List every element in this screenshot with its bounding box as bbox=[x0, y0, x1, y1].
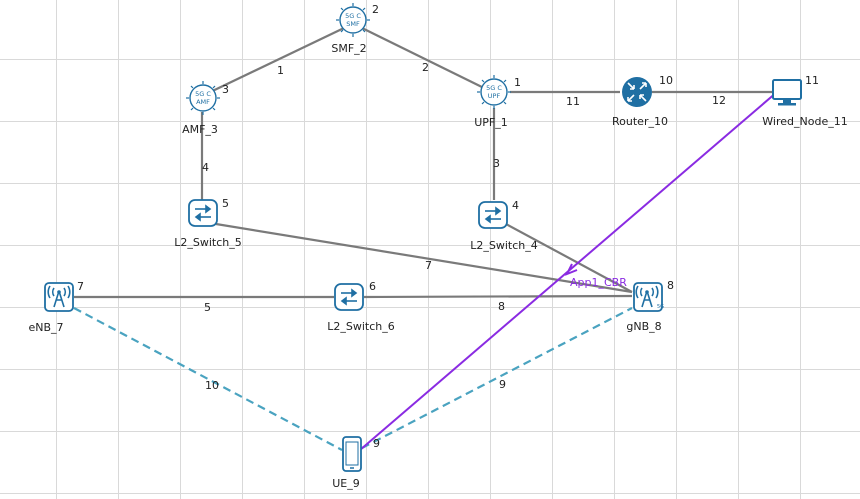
svg-text:UPF: UPF bbox=[488, 92, 501, 100]
svg-text:5G C: 5G C bbox=[345, 12, 361, 20]
node-label: UPF_1 bbox=[474, 116, 508, 129]
link-label-router-wired: 12 bbox=[712, 94, 726, 107]
link-label-upf-sw4: 3 bbox=[493, 157, 500, 170]
link-label-sw6-gnb: 8 bbox=[498, 300, 505, 313]
link-sw6-gnb[interactable] bbox=[363, 294, 633, 299]
link-label-amf-sw5: 4 bbox=[202, 161, 209, 174]
link-label-amf-smf: 1 bbox=[277, 64, 284, 77]
node-amf[interactable]: 5G C AMF 3 AMF_3 bbox=[182, 81, 229, 136]
router-icon bbox=[622, 77, 652, 107]
node-sw6[interactable]: 6 L2_Switch_6 bbox=[327, 280, 395, 333]
node-id: 10 bbox=[659, 74, 673, 87]
5g-core-smf-icon: 5G C SMF bbox=[336, 3, 370, 37]
node-label: L2_Switch_5 bbox=[174, 236, 242, 249]
node-upf[interactable]: 5G C UPF 1 UPF_1 bbox=[474, 75, 521, 129]
link-label-sw5-gnb: 7 bbox=[425, 259, 432, 272]
svg-text:AMF: AMF bbox=[196, 98, 210, 106]
link-label-ue-gnb: 9 bbox=[499, 378, 506, 391]
node-label: gNB_8 bbox=[626, 320, 661, 333]
cell-tower-icon bbox=[44, 282, 74, 312]
node-label: L2_Switch_4 bbox=[470, 239, 538, 252]
node-gnb[interactable]: 5G 8 gNB_8 bbox=[626, 279, 674, 333]
node-id: 3 bbox=[222, 83, 229, 96]
node-id: 11 bbox=[805, 74, 819, 87]
node-smf[interactable]: 5G C SMF 2 SMF_2 bbox=[331, 3, 379, 55]
node-label: AMF_3 bbox=[182, 123, 218, 136]
node-id: 6 bbox=[369, 280, 376, 293]
cell-tower-5g-icon: 5G bbox=[633, 282, 664, 312]
node-label: eNB_7 bbox=[28, 321, 63, 334]
5g-core-amf-icon: 5G C AMF bbox=[186, 81, 220, 115]
node-label: Wired_Node_11 bbox=[762, 115, 847, 128]
node-id: 2 bbox=[372, 3, 379, 16]
link-smf-upf[interactable] bbox=[361, 27, 489, 91]
node-router[interactable]: 10 Router_10 bbox=[612, 74, 673, 128]
node-sw4[interactable]: 4 L2_Switch_4 bbox=[470, 199, 538, 252]
link-sw4-gnb[interactable] bbox=[505, 223, 633, 293]
link-amf-smf[interactable] bbox=[201, 27, 345, 97]
node-id: 8 bbox=[667, 279, 674, 292]
switch-icon bbox=[188, 199, 218, 227]
node-label: SMF_2 bbox=[331, 42, 366, 55]
switch-icon bbox=[334, 283, 364, 311]
link-label-upf-router: 11 bbox=[566, 95, 580, 108]
node-label: L2_Switch_6 bbox=[327, 320, 395, 333]
node-ue[interactable]: 9 UE_9 bbox=[332, 436, 380, 490]
link-sw5-gnb[interactable] bbox=[215, 222, 633, 294]
link-ue-gnb[interactable] bbox=[361, 307, 633, 449]
node-id: 4 bbox=[512, 199, 519, 212]
svg-text:5G: 5G bbox=[657, 304, 664, 310]
smartphone-icon bbox=[342, 436, 362, 472]
switch-icon bbox=[478, 201, 508, 229]
svg-text:SMF: SMF bbox=[346, 20, 360, 28]
node-sw5[interactable]: 5 L2_Switch_5 bbox=[174, 197, 242, 249]
node-id: 9 bbox=[373, 437, 380, 450]
link-enb-ue[interactable] bbox=[73, 307, 343, 451]
node-id: 1 bbox=[514, 76, 521, 89]
svg-text:5G C: 5G C bbox=[195, 90, 211, 98]
svg-text:5G C: 5G C bbox=[486, 84, 502, 92]
link-label-smf-upf: 2 bbox=[422, 61, 429, 74]
app-flow-arrow-icon bbox=[564, 263, 578, 276]
node-label: Router_10 bbox=[612, 115, 668, 128]
link-label-enb-sw6: 5 bbox=[204, 301, 211, 314]
node-id: 7 bbox=[77, 280, 84, 293]
node-enb[interactable]: 7 eNB_7 bbox=[28, 280, 84, 334]
application-label: App1_CBR bbox=[570, 276, 627, 289]
5g-core-upf-icon: 5G C UPF bbox=[477, 75, 511, 109]
node-wired[interactable]: 11 Wired_Node_11 bbox=[762, 74, 847, 128]
link-label-enb-ue: 10 bbox=[205, 379, 219, 392]
node-id: 5 bbox=[222, 197, 229, 210]
node-label: UE_9 bbox=[332, 477, 360, 490]
desktop-computer-icon bbox=[772, 79, 802, 106]
